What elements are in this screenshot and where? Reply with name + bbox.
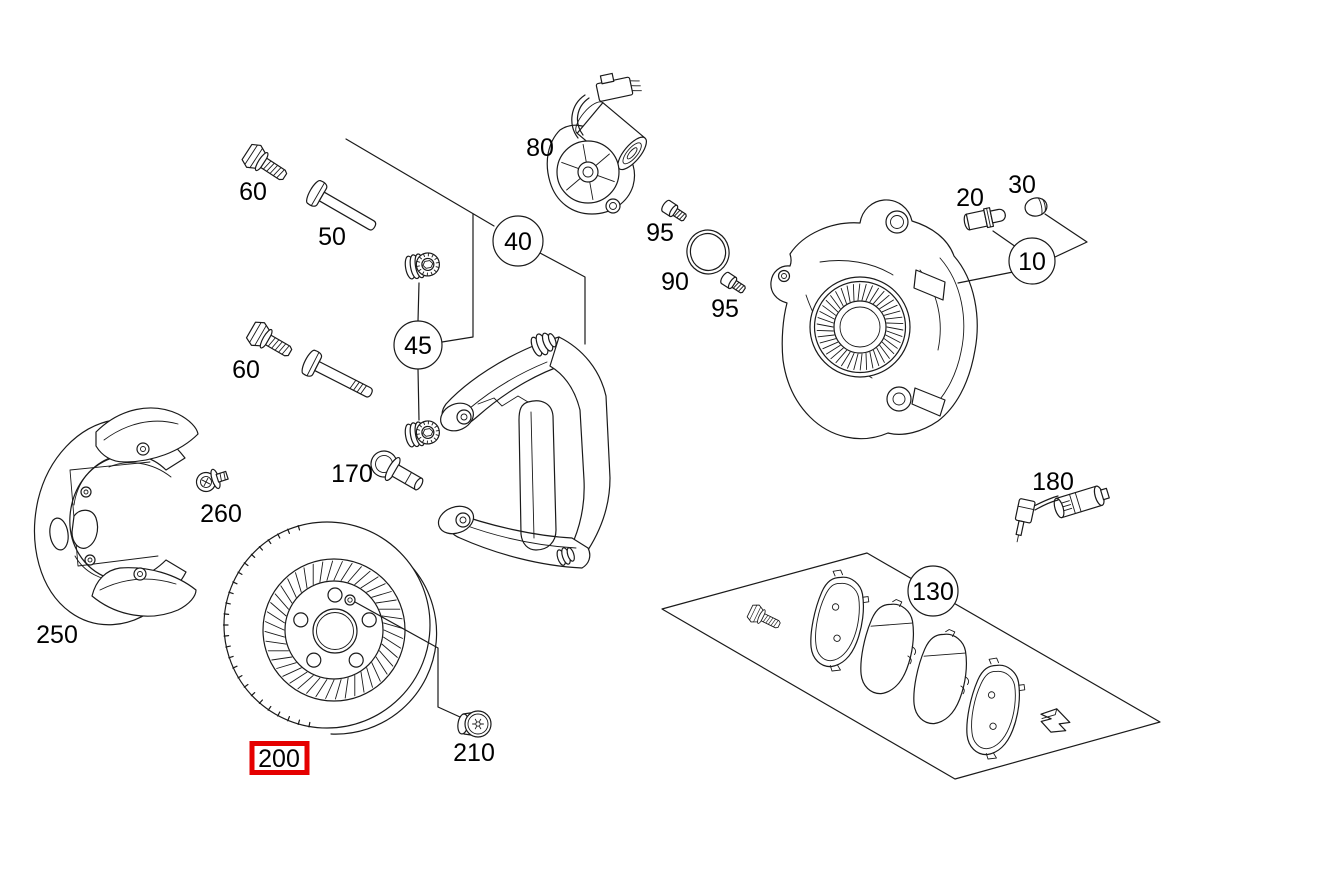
caliper-bolt-170: [370, 450, 424, 491]
disc-set-screw-hole: [344, 594, 356, 606]
callout-210[interactable]: 210: [453, 739, 495, 767]
o-ring-90: [686, 229, 730, 275]
callout-label[interactable]: 10: [1018, 248, 1046, 276]
callout-80[interactable]: 80: [526, 134, 554, 162]
callout-30[interactable]: 30: [1008, 171, 1036, 199]
callout-label[interactable]: 30: [1008, 171, 1036, 199]
selection-highlight-box[interactable]: [249, 741, 310, 775]
caliper-piston: [809, 276, 911, 378]
callout-label[interactable]: 250: [36, 621, 78, 649]
callout-label[interactable]: 200: [258, 745, 300, 773]
callout-label[interactable]: 95: [711, 295, 739, 323]
callout-label[interactable]: 180: [1032, 468, 1074, 496]
brake-pad-set: [745, 567, 1071, 764]
guide-pin-boot: [530, 332, 557, 357]
brake-disc: [222, 521, 438, 735]
callout-circle[interactable]: [393, 320, 443, 370]
callout-20[interactable]: 20: [956, 184, 984, 212]
callout-circle[interactable]: [1008, 237, 1056, 285]
callout-label[interactable]: 95: [646, 219, 674, 247]
shield-screw-260: [195, 468, 229, 493]
callout-95-upper[interactable]: 95: [646, 219, 674, 247]
bleeder-valve-20: [963, 207, 1006, 231]
callout-label[interactable]: 170: [331, 460, 373, 488]
callout-60-lower[interactable]: 60: [232, 356, 260, 384]
dust-cap-30: [1024, 197, 1048, 217]
callout-label[interactable]: 45: [404, 332, 432, 360]
retaining-clip: [1040, 708, 1071, 733]
callout-260[interactable]: 260: [200, 500, 242, 528]
disc-screw-210: [457, 710, 492, 738]
callout-label[interactable]: 60: [232, 356, 260, 384]
callout-10[interactable]: 10: [1008, 237, 1056, 285]
callout-170[interactable]: 170: [331, 460, 373, 488]
callout-label[interactable]: 40: [504, 228, 532, 256]
guide-pin-lower: [298, 347, 378, 407]
callout-circle[interactable]: [492, 215, 544, 267]
brake-wear-sensor: [1014, 485, 1110, 543]
callout-250[interactable]: 250: [36, 621, 78, 649]
callout-label[interactable]: 90: [661, 268, 689, 296]
callout-label[interactable]: 130: [912, 578, 954, 606]
callout-label[interactable]: 20: [956, 184, 984, 212]
callout-95-lower[interactable]: 95: [711, 295, 739, 323]
callout-60-upper[interactable]: 60: [239, 178, 267, 206]
pad-kit-outline: [661, 552, 1161, 780]
callout-180[interactable]: 180: [1032, 468, 1074, 496]
leader-lines: [345, 138, 1088, 718]
callout-label[interactable]: 210: [453, 739, 495, 767]
brake-pad: [958, 655, 1030, 764]
guide-pin-boot: [556, 547, 575, 566]
callout-label[interactable]: 80: [526, 134, 554, 162]
guide-bushing-lower: [403, 418, 442, 449]
guide-bushing-upper: [403, 250, 442, 281]
parking-brake-actuator: [546, 72, 647, 215]
callout-label[interactable]: 60: [239, 178, 267, 206]
brake-caliper: [770, 199, 978, 440]
callout-90[interactable]: 90: [661, 268, 689, 296]
dust-shield: [33, 407, 199, 626]
caliper-carrier: [437, 332, 611, 569]
callout-200-selected[interactable]: 200: [249, 741, 310, 775]
callout-label[interactable]: 50: [318, 223, 346, 251]
callout-label[interactable]: 260: [200, 500, 242, 528]
pad-retaining-bolt: [745, 602, 784, 635]
caliper-ear-hole: [885, 210, 909, 234]
actuator-connector: [595, 72, 642, 102]
callout-45[interactable]: 45: [393, 320, 443, 370]
callout-50[interactable]: 50: [318, 223, 346, 251]
screw-95-lower: [718, 270, 749, 297]
callout-circle[interactable]: [907, 565, 959, 617]
callout-40[interactable]: 40: [492, 215, 544, 267]
callout-130[interactable]: 130: [907, 565, 959, 617]
